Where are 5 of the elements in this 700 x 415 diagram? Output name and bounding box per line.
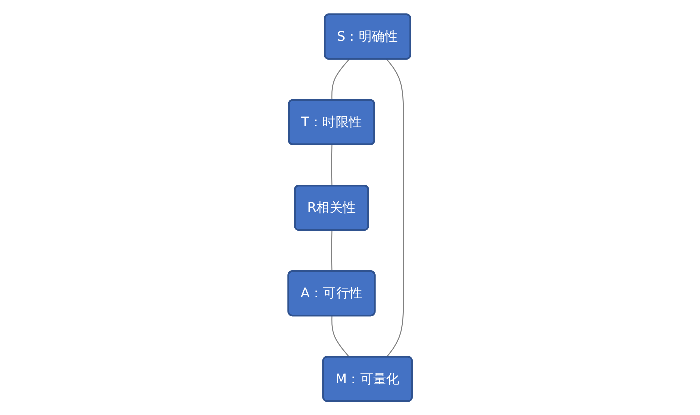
connector [331, 315, 350, 358]
connector [331, 230, 332, 272]
connector [386, 58, 404, 358]
connector [331, 144, 332, 186]
connector [331, 58, 350, 101]
